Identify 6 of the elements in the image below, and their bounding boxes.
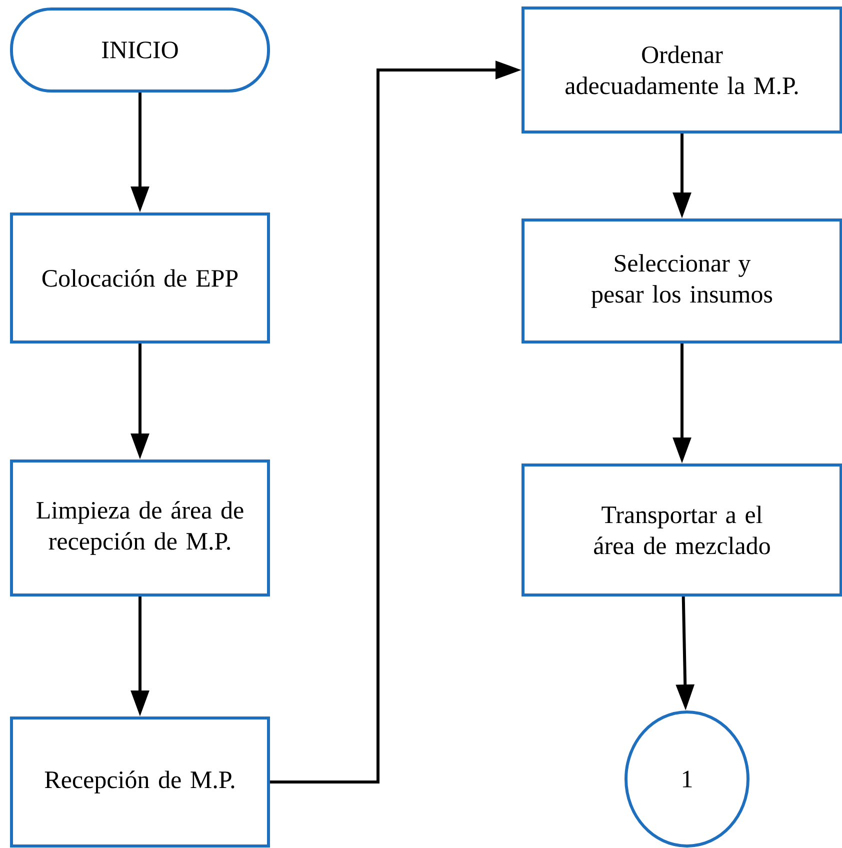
process-box: Ordenar adecuadamente la M.P. [522,6,842,134]
process-box: Colocación de EPP [10,212,270,344]
process-box: Recepción de M.P. [10,716,270,848]
process-box: Limpieza de área de recepción de M.P. [10,460,270,596]
process-box: Transportar a el área de mezclado [522,464,842,596]
process-box: Seleccionar y pesar los insumos [522,218,842,344]
